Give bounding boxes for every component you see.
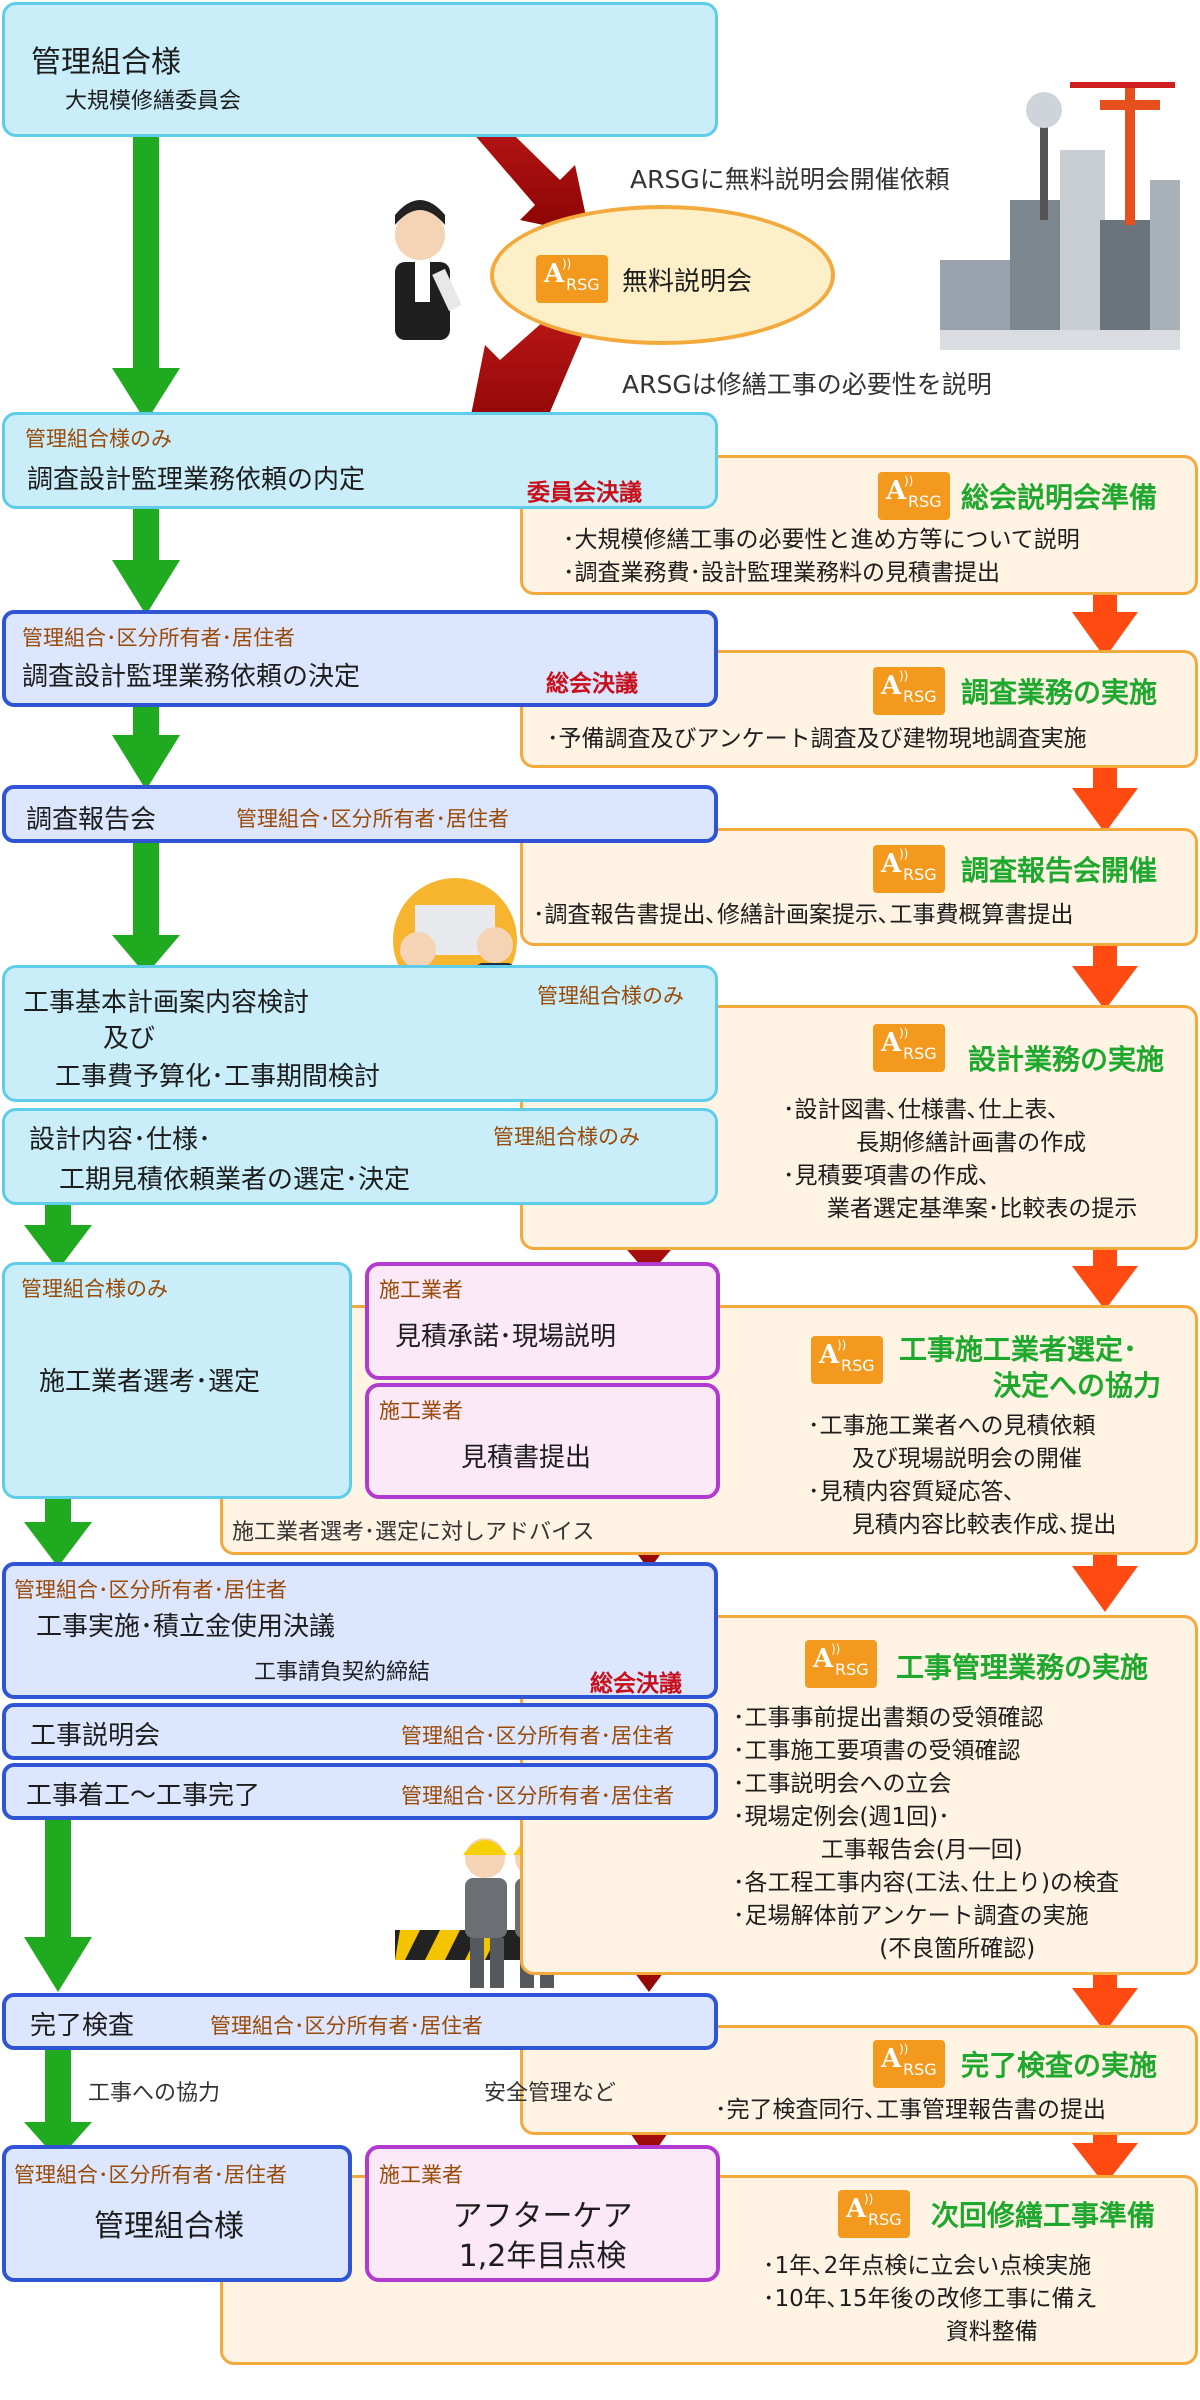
box-tag: 管理組合･区分所有者･居住者 [14,1578,287,1602]
arsg-logo: A))RSG [536,255,608,303]
box-line1: 設計内容･仕様･ [29,1125,212,1155]
seminar-explain-text: ARSGは修繕工事の必要性を説明 [622,370,992,399]
panel-body: ･設計図書､仕様書､仕上表､ 長期修繕計画書の作成 ･見積要項書の作成､ 業者選… [783,1097,1138,1222]
panel-title: 完了検査の実施 [961,2049,1158,2082]
businessman-illustration [395,200,462,340]
seminar-title: 無料説明会 [622,267,753,297]
box-tag: 管理組合様のみ [25,427,172,451]
mitsumori-teishutsu-box: 施工業者 見積書提出 [365,1383,720,1499]
box-title: 管理組合様 [94,2209,244,2244]
decision-label: 委員会決議 [527,480,642,506]
panel-title-1: 工事施工業者選定･ [899,1333,1138,1366]
arsg-logo: A))RSG [878,472,950,520]
box-title: 見積承諾･現場説明 [395,1322,617,1352]
koji-chakko-box: 工事着工～工事完了 管理組合･区分所有者･居住者 [2,1763,718,1820]
arsg-logo: A))RSG [873,1024,945,1072]
box-title: 調査設計監理業務依頼の決定 [22,662,361,692]
panel-body: ･大規模修繕工事の必要性と進め方等について説明 ･調査業務費･設計監理業務料の見… [563,527,1080,586]
kanri-committee-box: 管理組合様 大規模修繕委員会 [2,2,718,137]
final-kanri-box: 管理組合･区分所有者･居住者 管理組合様 [2,2145,352,2282]
panel-body: ･工事事前提出書類の受領確認 ･工事施工要項書の受領確認 ･工事説明会への立会 … [733,1705,1119,1962]
box-tag: 管理組合様のみ [21,1277,168,1301]
box-title: 完了検査 [30,2011,135,2041]
box-line1: 工事実施･積立金使用決議 [36,1612,336,1642]
koji-jisshi-box: 管理組合･区分所有者･居住者 工事実施･積立金使用決議 工事請負契約締結 総会決… [2,1562,718,1699]
panel-body: ･調査報告書提出､修繕計画案提示､工事費概算書提出 [533,902,1074,928]
decision-label: 総会決議 [546,671,638,697]
kettei-box: 管理組合･区分所有者･居住者 調査設計監理業務依頼の決定 総会決議 [2,610,718,707]
box-line2: 及び [103,1024,156,1054]
right-panel-3: A))RSG 調査報告会開催 ･調査報告書提出､修繕計画案提示､工事費概算書提出 [520,828,1198,946]
box-title: 調査報告会 [26,805,157,835]
box-title: 管理組合様 [31,45,181,80]
aftercare-box: 施工業者 アフターケア 1,2年目点検 [365,2145,720,2282]
box-tag: 管理組合･区分所有者･居住者 [210,2014,483,2038]
arsg-logo: A))RSG [838,2190,910,2238]
box-title: 調査設計監理業務依頼の内定 [27,465,366,495]
right-panel-2: A))RSG 調査業務の実施 ･予備調査及びアンケート調査及び建物現地調査実施 [520,650,1198,768]
kihon-keikaku-box: 工事基本計画案内容検討 及び 工事費予算化･工事期間検討 管理組合様のみ [2,965,718,1102]
box-title: 工事着工～工事完了 [26,1781,261,1811]
advice-text: 施工業者選考･選定に対しアドバイス [232,1520,595,1545]
panel-title: 調査報告会開催 [961,854,1158,887]
green-arrows [24,115,180,2160]
panel-title: 工事管理業務の実施 [896,1651,1149,1684]
panel-title: 総会説明会準備 [961,481,1158,514]
free-seminar-ellipse: A))RSG 無料説明会 [490,205,835,345]
box-line1: 工事基本計画案内容検討 [23,988,310,1018]
buildings-illustration [940,82,1180,350]
houkoku-box: 調査報告会 管理組合･区分所有者･居住者 [2,785,718,843]
box-tag: 管理組合･区分所有者･居住者 [14,2163,287,2187]
box-tag: 管理組合･区分所有者･居住者 [236,807,509,831]
panel-body: ･1年､2年点検に立会い点検実施 ･10年､15年後の改修工事に備え 資料整備 [763,2253,1098,2345]
panel-title: 設計業務の実施 [968,1043,1165,1076]
box-tag: 施工業者 [379,2163,463,2187]
arsg-logo: A))RSG [873,845,945,893]
sekkei-naiyo-box: 設計内容･仕様･ 工期見積依頼業者の選定･決定 管理組合様のみ [2,1108,718,1205]
arsg-logo: A))RSG [805,1640,877,1688]
safety-label: 安全管理など [484,2081,617,2106]
seminar-request-text: ARSGに無料説明会開催依頼 [630,165,950,194]
decision-label: 総会決議 [590,1671,682,1697]
box-tag: 管理組合様のみ [493,1125,640,1149]
arsg-logo: A))RSG [811,1336,883,1384]
box-line2: 工期見積依頼業者の選定･決定 [59,1165,411,1195]
panel-title-2: 決定への協力 [993,1369,1162,1402]
arsg-logo: A))RSG [873,667,945,715]
cooperation-label: 工事への協力 [88,2081,221,2106]
box-tag: 施工業者 [379,1399,463,1423]
box-line2: 1,2年目点検 [458,2239,627,2274]
panel-body: ･工事施工業者への見積依頼 及び現場説明会の開催 ･見積内容質疑応答､ 見積内容… [808,1413,1117,1538]
panel-body: ･予備調査及びアンケート調査及び建物現地調査実施 [547,726,1087,752]
box-title: 見積書提出 [461,1443,592,1473]
box-tag: 管理組合･区分所有者･居住者 [401,1784,674,1808]
kanryo-kensa-box: 完了検査 管理組合･区分所有者･居住者 [2,1993,718,2050]
box-tag: 管理組合･区分所有者･居住者 [401,1724,674,1748]
box-line3: 工事費予算化･工事期間検討 [55,1062,381,1092]
panel-title: 次回修繕工事準備 [931,2199,1156,2232]
box-title: 工事説明会 [30,1721,161,1751]
panel-body: ･完了検査同行､工事管理報告書の提出 [715,2097,1106,2123]
panel-title: 調査業務の実施 [961,676,1158,709]
naitei-box: 管理組合様のみ 調査設計監理業務依頼の内定 委員会決議 [2,412,718,509]
koji-setsumeikai-box: 工事説明会 管理組合･区分所有者･居住者 [2,1703,718,1760]
box-tag: 管理組合様のみ [537,984,684,1008]
box-tag: 施工業者 [379,1278,463,1302]
box-subtitle: 大規模修繕委員会 [65,89,242,114]
arsg-logo: A))RSG [873,2040,945,2088]
mitsumori-shodaku-box: 施工業者 見積承諾･現場説明 [365,1262,720,1380]
box-line1: アフターケア [452,2199,633,2234]
box-line2: 工事請負契約締結 [254,1660,431,1685]
box-tag: 管理組合･区分所有者･居住者 [22,626,295,650]
box-title: 施工業者選考･選定 [39,1367,261,1397]
senko-box: 管理組合様のみ 施工業者選考･選定 [2,1262,352,1499]
